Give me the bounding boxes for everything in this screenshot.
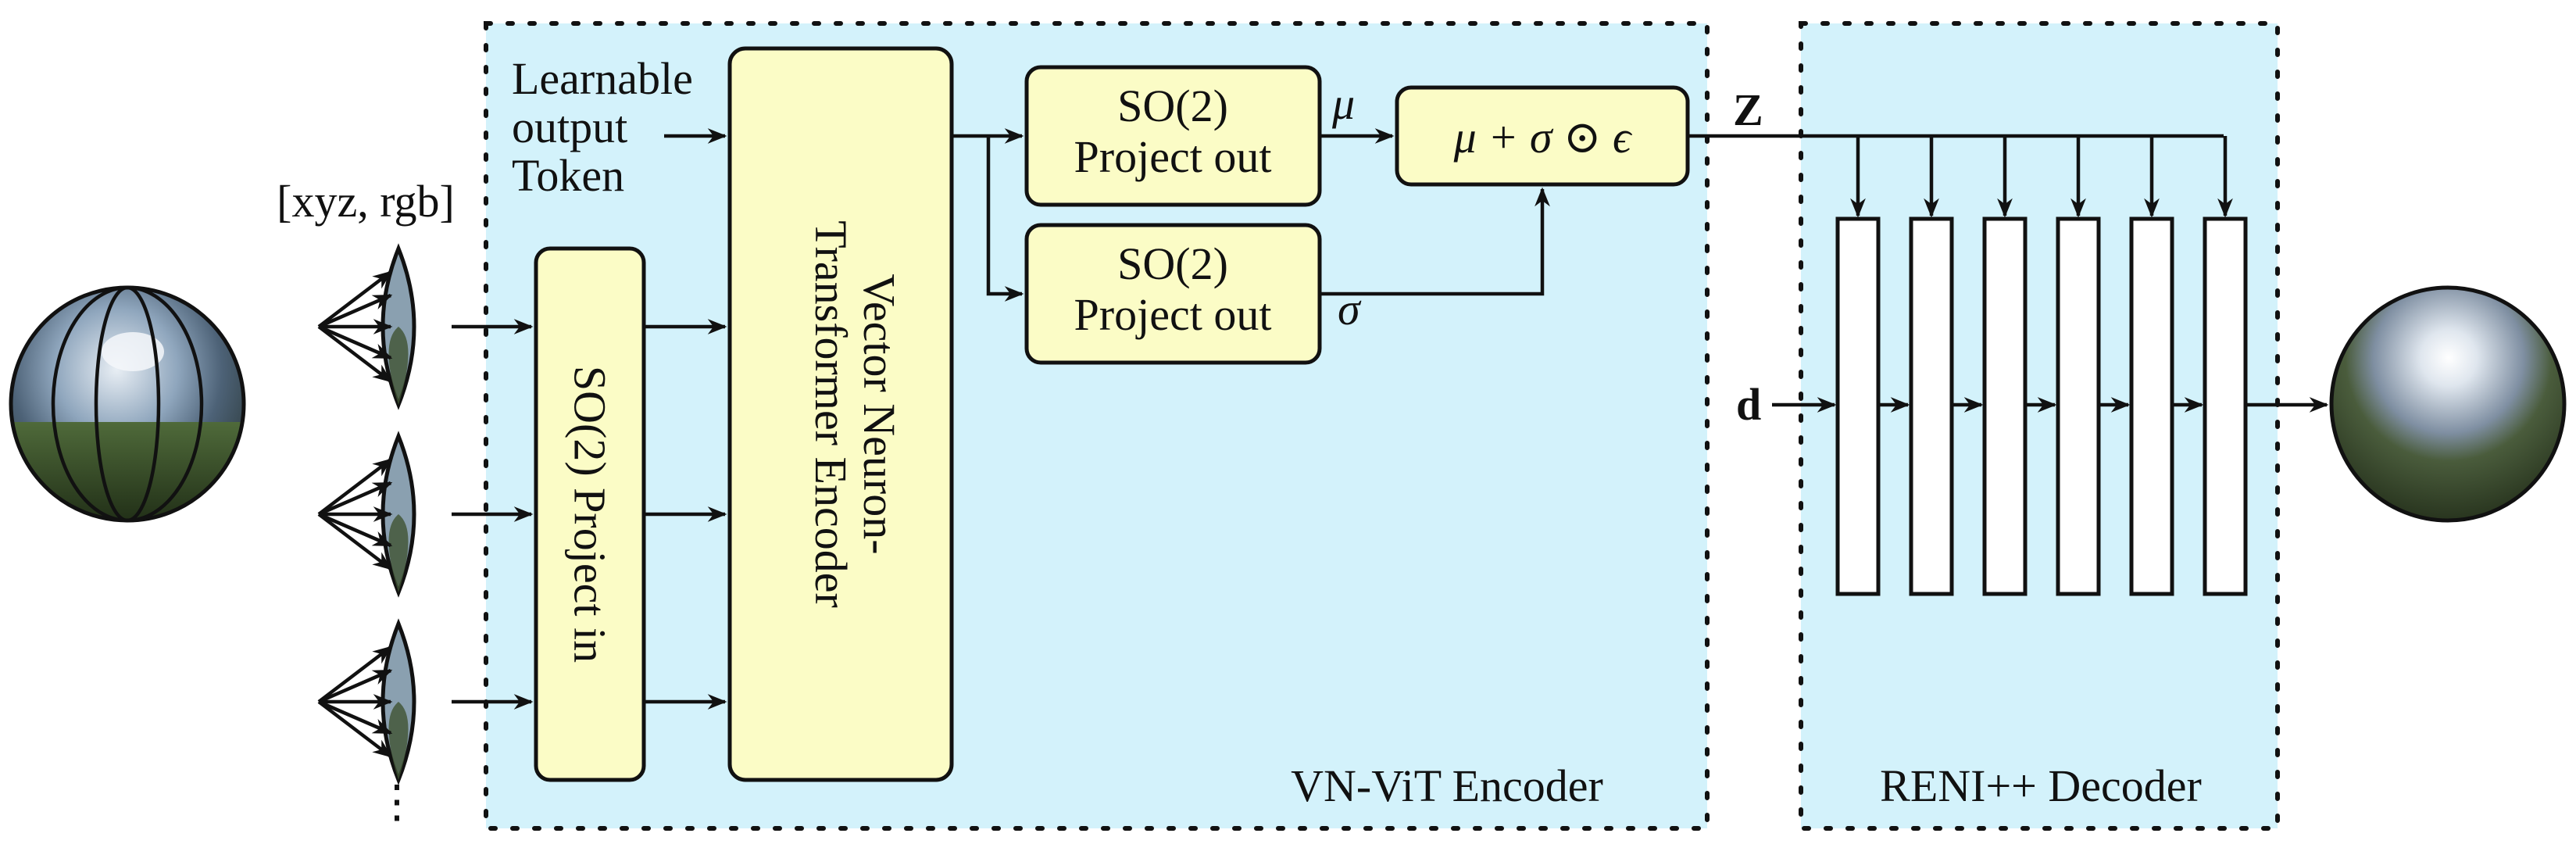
decoder-region bbox=[1799, 21, 2280, 831]
environment-map-sphere-icon bbox=[9, 285, 246, 523]
svg-text:Token: Token bbox=[512, 150, 624, 201]
svg-text:Transformer Encoder: Transformer Encoder bbox=[806, 220, 856, 608]
decoder-layer bbox=[1909, 216, 1954, 596]
svg-text:Learnable: Learnable bbox=[512, 53, 693, 104]
input-label: [xyz, rgb] bbox=[277, 176, 455, 227]
encoder-title: VN-ViT Encoder bbox=[1291, 760, 1603, 811]
learnable-token-label: Learnable output Token bbox=[512, 53, 693, 201]
svg-text:Vector Neuron-: Vector Neuron- bbox=[854, 274, 905, 554]
decoder-layer bbox=[1835, 216, 1881, 596]
so2-project-in-label: SO(2) Project in bbox=[565, 366, 616, 663]
project-out-mu-line2: Project out bbox=[1074, 131, 1272, 182]
mu-symbol: μ bbox=[1331, 78, 1355, 129]
input-ellipsis: ⋮ bbox=[374, 776, 420, 827]
sphere-patch-icon bbox=[317, 243, 416, 410]
decoder-layer bbox=[2056, 216, 2101, 596]
sphere-patch-icon bbox=[317, 618, 416, 785]
svg-text:output: output bbox=[512, 102, 627, 152]
vn-transformer-label: Vector Neuron- Transformer Encoder bbox=[806, 220, 905, 608]
decoder-title: RENI++ Decoder bbox=[1880, 760, 2202, 811]
sigma-symbol: σ bbox=[1338, 284, 1362, 334]
project-out-sigma-line2: Project out bbox=[1074, 289, 1272, 340]
decoded-sphere-icon bbox=[2329, 285, 2567, 523]
project-out-sigma-line1: SO(2) bbox=[1117, 238, 1228, 289]
decoder-layer bbox=[2129, 216, 2174, 596]
project-out-mu-line1: SO(2) bbox=[1117, 80, 1228, 131]
sphere-patch-icon bbox=[317, 431, 416, 598]
decoder-layer bbox=[2203, 216, 2248, 596]
decoder-layer bbox=[1982, 216, 2028, 596]
reparameterization-label: μ + σ ⊙ ϵ bbox=[1453, 112, 1633, 163]
latent-z-label: Z bbox=[1733, 84, 1763, 135]
vn-transformer-box bbox=[727, 46, 954, 782]
direction-d-label: d bbox=[1736, 379, 1761, 430]
